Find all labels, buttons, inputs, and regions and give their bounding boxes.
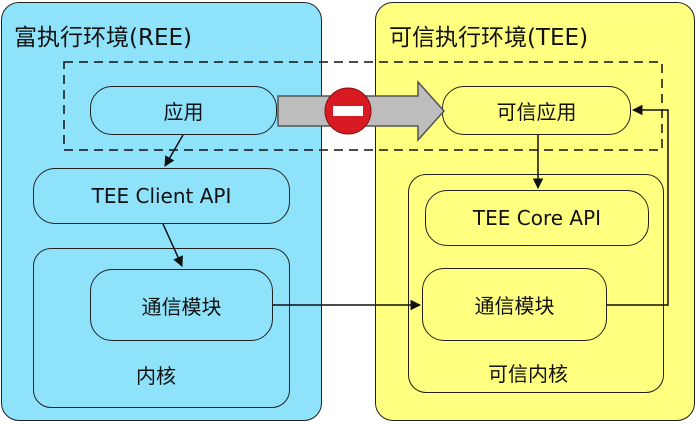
trusted-app-label: 可信应用	[496, 100, 577, 124]
ree-comm-module-box: 通信模块	[90, 269, 273, 341]
tee-client-api-box: TEE Client API	[33, 168, 290, 224]
ree-comm-module-label: 通信模块	[141, 294, 222, 319]
tee-core-api-box: TEE Core API	[425, 190, 649, 246]
app-to-client-api-arrow	[164, 134, 184, 167]
tee-comm-module-label: 通信模块	[474, 294, 555, 318]
tee-core-api-label: TEE Core API	[472, 206, 602, 230]
ree-app-label: 应用	[163, 100, 204, 124]
ree-app-box: 应用	[90, 86, 277, 135]
tee-comm-module-box: 通信模块	[422, 268, 607, 341]
tee-client-api-label: TEE Client API	[91, 184, 232, 208]
client-api-to-comm-arrow	[162, 223, 183, 267]
tee-title: 可信执行环境(TEE)	[389, 25, 589, 51]
trusted-app-box: 可信应用	[442, 86, 631, 135]
ree-kernel-label: 内核	[136, 364, 176, 388]
tee-comm-to-trusted-app-arrow	[607, 104, 669, 306]
tee-kernel-label: 可信内核	[488, 362, 568, 386]
ree-title: 富执行环境(REE)	[14, 25, 192, 51]
application-boundary	[63, 61, 663, 151]
